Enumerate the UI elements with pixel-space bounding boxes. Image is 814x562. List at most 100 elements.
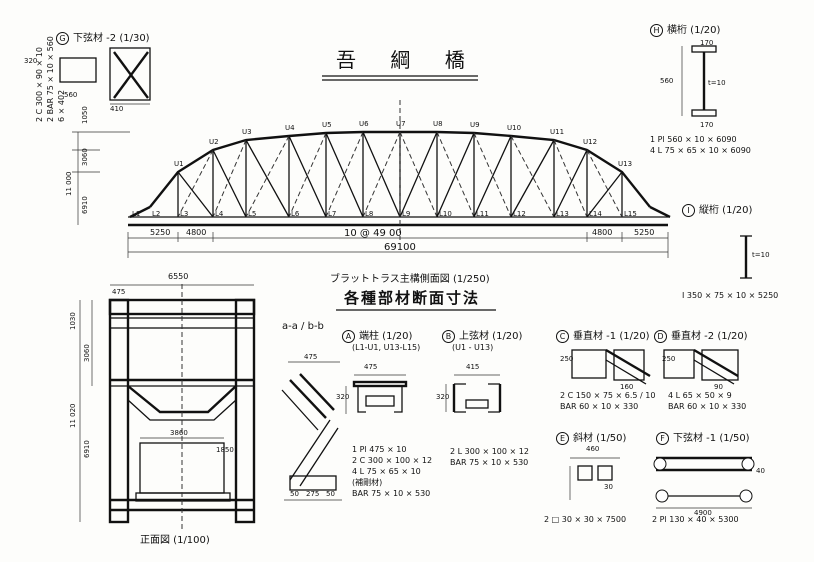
truss-counter-diagonal: [473, 132, 512, 218]
upper-node-label: U11: [550, 128, 565, 136]
member-name: 横桁 (1/20): [667, 25, 721, 36]
lower-node-label: L11: [476, 210, 489, 218]
aa-bb-detail: [281, 361, 342, 501]
lower-node-label: L1: [132, 210, 141, 218]
truss-diagonal: [436, 132, 475, 218]
section-h-drawing: [681, 45, 717, 117]
member-name: 上弦材 (1/20): [459, 331, 523, 342]
section-g-drawing: [59, 47, 151, 105]
aa-bb-label: a-a / b-b: [282, 321, 324, 332]
member-d-spec: 4 L 65 × 50 × 9: [668, 391, 732, 400]
dim-total: 69100: [384, 242, 416, 253]
member-b-spec: BAR 75 × 10 × 530: [450, 458, 529, 467]
upper-node-label: U5: [322, 121, 332, 129]
member-letter-circle: A: [342, 330, 355, 343]
aa-dim-3: 275: [306, 490, 320, 498]
section-f-drawing: [653, 456, 755, 509]
dim-h3: 6910: [81, 196, 89, 214]
member-name: 斜材 (1/50): [573, 433, 627, 444]
section-i-drawing: [740, 235, 752, 279]
lower-node-label: L13: [556, 210, 569, 218]
member-letter-circle: B: [442, 330, 455, 343]
dim-first-panel: 4800: [186, 228, 207, 237]
truss-caption: ブラットトラス主構側面図 (1/250): [330, 274, 490, 285]
dim-mid-panels: 10 @ 49 00: [344, 228, 402, 239]
member-b-dim: 415: [466, 363, 480, 371]
end-view-frame: [79, 284, 256, 530]
upper-node-label: U7: [396, 120, 406, 128]
lower-node-label: L9: [402, 210, 411, 218]
member-h-dim: 170: [700, 39, 714, 47]
end-view-top-dim: 6550: [168, 272, 189, 281]
end-view-total-h: 11 020: [69, 403, 77, 429]
upper-node-label: U12: [583, 138, 598, 146]
lower-node-label: L8: [365, 210, 374, 218]
upper-node-label: U2: [209, 138, 219, 146]
member-h-spec: 1 Pl 560 × 10 × 6090: [650, 135, 737, 144]
aa-dim-4: 50: [326, 490, 335, 498]
upper-node-label: U13: [618, 160, 633, 168]
lower-node-label: L7: [328, 210, 337, 218]
dim-h2: 3060: [81, 148, 89, 166]
end-view-h2: 3060: [83, 344, 91, 362]
member-e-dim: 30: [604, 483, 613, 491]
upper-node-label: U9: [470, 121, 480, 129]
truss-diagonal: [245, 139, 290, 218]
member-e-spec: 2 □ 30 × 30 × 7500: [544, 515, 627, 524]
truss-diagonal: [177, 171, 214, 218]
truss-diagonal: [473, 135, 512, 218]
member-f-dim: 4900: [694, 509, 712, 517]
member-name: 下弦材 -1 (1/50): [673, 433, 750, 444]
end-view-h1: 1030: [69, 312, 77, 330]
lower-node-label: L14: [589, 210, 602, 218]
member-i-title: I 縦桁 (1/20): [682, 204, 752, 217]
section-heading: 各種部材断面寸法: [344, 289, 481, 307]
truss-counter-diagonal: [586, 149, 623, 218]
member-h-spec: 4 L 75 × 65 × 10 × 6090: [650, 146, 751, 155]
member-b-title: B 上弦材 (1/20): [442, 330, 522, 343]
member-letter-circle: H: [650, 24, 663, 37]
member-a-spec: 4 L 75 × 65 × 10: [352, 467, 421, 476]
member-i-spec: I 350 × 75 × 10 × 5250: [682, 291, 779, 300]
member-h-title: H 横桁 (1/20): [650, 24, 720, 37]
member-h-dim: t=10: [708, 79, 726, 87]
member-f-title: F 下弦材 -1 (1/50): [656, 432, 750, 445]
member-name: 垂直材 -1 (1/20): [573, 331, 650, 342]
section-a-drawing: [345, 374, 408, 414]
lower-node-label: L15: [624, 210, 637, 218]
member-name: 縦桁 (1/20): [699, 205, 753, 216]
aa-dim-2: 50: [290, 490, 299, 498]
member-c-dim: 160: [620, 383, 634, 391]
truss-side-view: [72, 100, 671, 258]
member-c-dim: 250: [560, 355, 574, 363]
section-c-drawing: [571, 348, 651, 385]
member-letter-circle: I: [682, 204, 695, 217]
member-name: 垂直材 -2 (1/20): [671, 331, 748, 342]
upper-node-label: U3: [242, 128, 252, 136]
truss-diagonal: [510, 139, 555, 218]
section-b-drawing: [445, 374, 502, 413]
member-g-spec: 2 BAR 75 × 10 × 560: [46, 36, 55, 122]
truss-counter-diagonal: [510, 135, 555, 218]
lower-node-label: L2: [152, 210, 161, 218]
truss-counter-diagonal: [245, 135, 290, 218]
member-d-spec: BAR 60 × 10 × 330: [668, 402, 747, 411]
truss-diagonal: [553, 149, 588, 218]
dim-h1: 1050: [81, 106, 89, 124]
aa-dim-1: 475: [304, 353, 318, 361]
member-b-dim: 320: [436, 393, 450, 401]
member-b-subtitle: (U1 - U13): [452, 343, 494, 352]
member-f-spec: 2 Pl 130 × 40 × 5300: [652, 515, 739, 524]
member-letter-circle: F: [656, 432, 669, 445]
truss-diagonal: [325, 132, 364, 218]
member-e-dim: 460: [586, 445, 600, 453]
section-e-drawing: [569, 457, 620, 500]
lower-node-label: L12: [513, 210, 526, 218]
lower-node-label: L5: [248, 210, 257, 218]
truss-counter-diagonal: [177, 149, 214, 218]
end-view-side: 1850: [216, 446, 234, 454]
